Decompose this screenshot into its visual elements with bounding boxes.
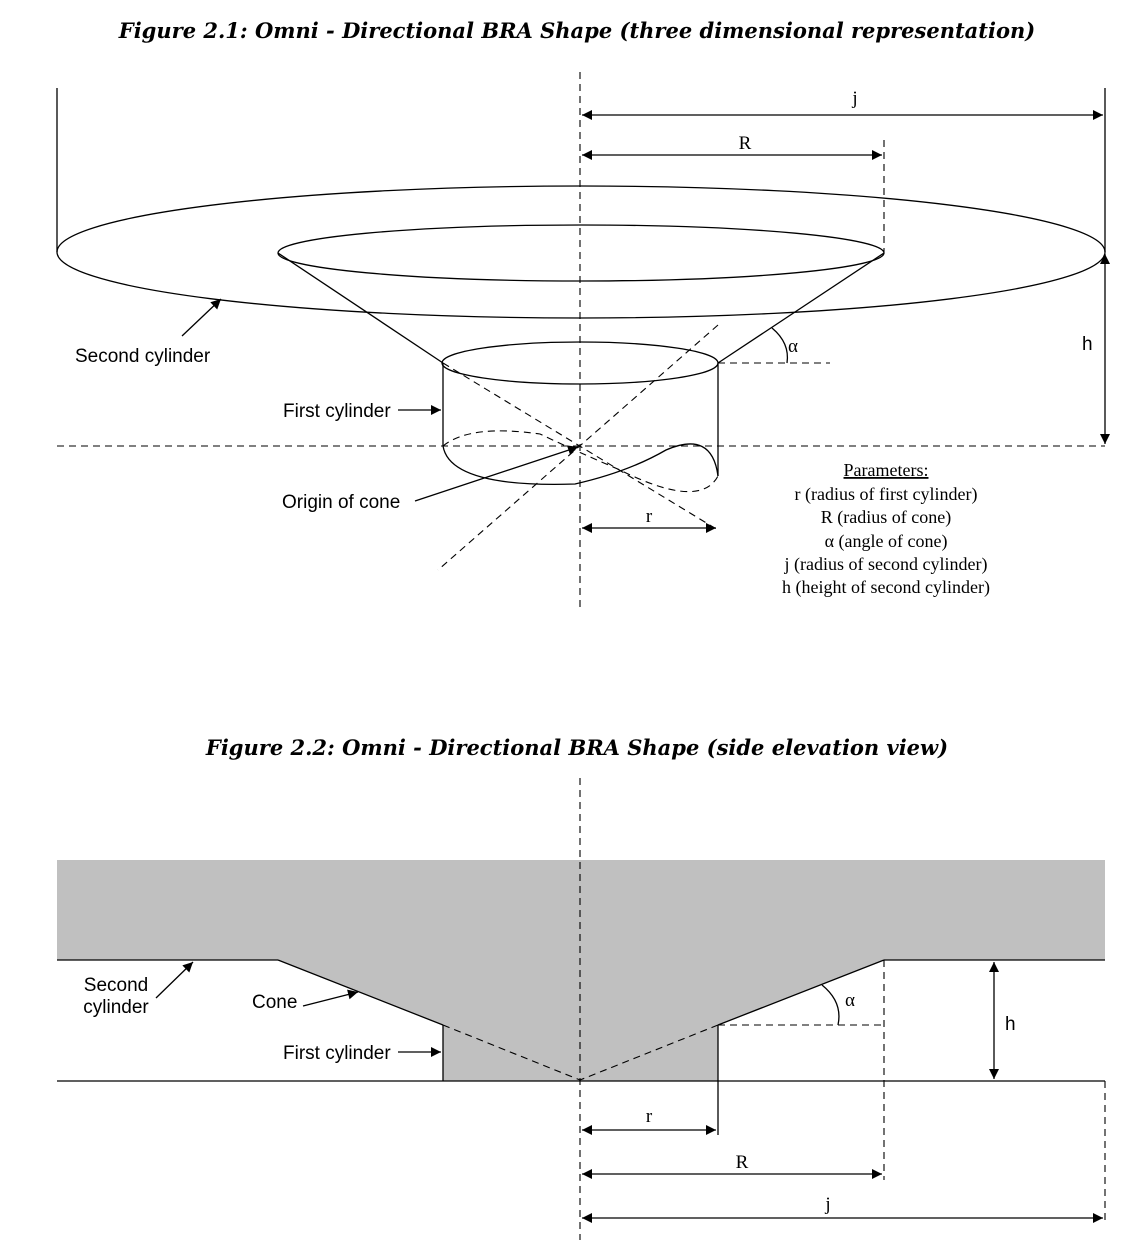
cone-arrow xyxy=(302,989,359,1007)
cone-right-edge xyxy=(717,959,885,1026)
r-label: r xyxy=(646,506,653,527)
figure-1-title: Figure 2.1: Omni - Directional BRA Shape… xyxy=(118,18,1035,43)
parameter-item: R (radius of cone) xyxy=(821,507,951,528)
cone-top-ellipse xyxy=(277,224,885,282)
alpha-arc xyxy=(771,327,789,364)
parameter-item: α (angle of cone) xyxy=(825,531,948,552)
cone-left-extension xyxy=(442,362,719,531)
cone-right-slant xyxy=(717,252,885,364)
alpha-arc-2 xyxy=(821,984,840,1026)
alpha-label-2: α xyxy=(845,990,855,1011)
cone-right-projection xyxy=(579,1024,719,1081)
first-cylinder-label-2: First cylinder xyxy=(283,1043,391,1064)
parameter-item: r (radius of first cylinder) xyxy=(795,484,978,505)
r-label-2: r xyxy=(646,1106,653,1127)
second-cylinder-ellipse xyxy=(56,185,1106,319)
R-label: R xyxy=(739,133,752,154)
parameter-item: j (radius of second cylinder) xyxy=(784,554,988,575)
cone-left-projection xyxy=(442,1024,581,1081)
cone-left-slant xyxy=(277,252,444,364)
first-cylinder-label: First cylinder xyxy=(283,401,391,422)
R-label-2: R xyxy=(736,1152,749,1173)
parameters-legend: Parameters: r (radius of first cylinder)… xyxy=(782,460,990,598)
figure-2: Figure 2.2: Omni - Directional BRA Shape… xyxy=(57,735,1106,1240)
figure-2-title: Figure 2.2: Omni - Directional BRA Shape… xyxy=(205,735,948,760)
alpha-label: α xyxy=(788,336,798,357)
j-label-2: j xyxy=(824,1194,830,1215)
parameters-heading: Parameters: xyxy=(844,460,929,480)
cone-label: Cone xyxy=(252,992,297,1013)
h-label-2: h xyxy=(1005,1014,1016,1035)
second-cylinder-label-line1: Second xyxy=(84,975,148,996)
cone-left-edge xyxy=(277,959,444,1026)
figure-1: Figure 2.1: Omni - Directional BRA Shape… xyxy=(56,18,1110,610)
first-cylinder-bottom-back xyxy=(442,430,719,493)
parameter-item: h (height of second cylinder) xyxy=(782,577,990,598)
j-label: j xyxy=(851,88,857,109)
origin-of-cone-label: Origin of cone xyxy=(282,492,400,513)
second-cylinder-label-line2: cylinder xyxy=(83,997,149,1018)
origin-of-cone-arrow xyxy=(414,445,579,502)
second-cylinder-arrow xyxy=(181,298,222,337)
protected-area-fill xyxy=(57,860,1105,1081)
first-cylinder-bottom-front xyxy=(442,443,719,485)
second-cylinder-arrow-2 xyxy=(155,961,194,999)
second-cylinder-label: Second cylinder xyxy=(75,346,211,367)
h-label: h xyxy=(1082,334,1093,355)
